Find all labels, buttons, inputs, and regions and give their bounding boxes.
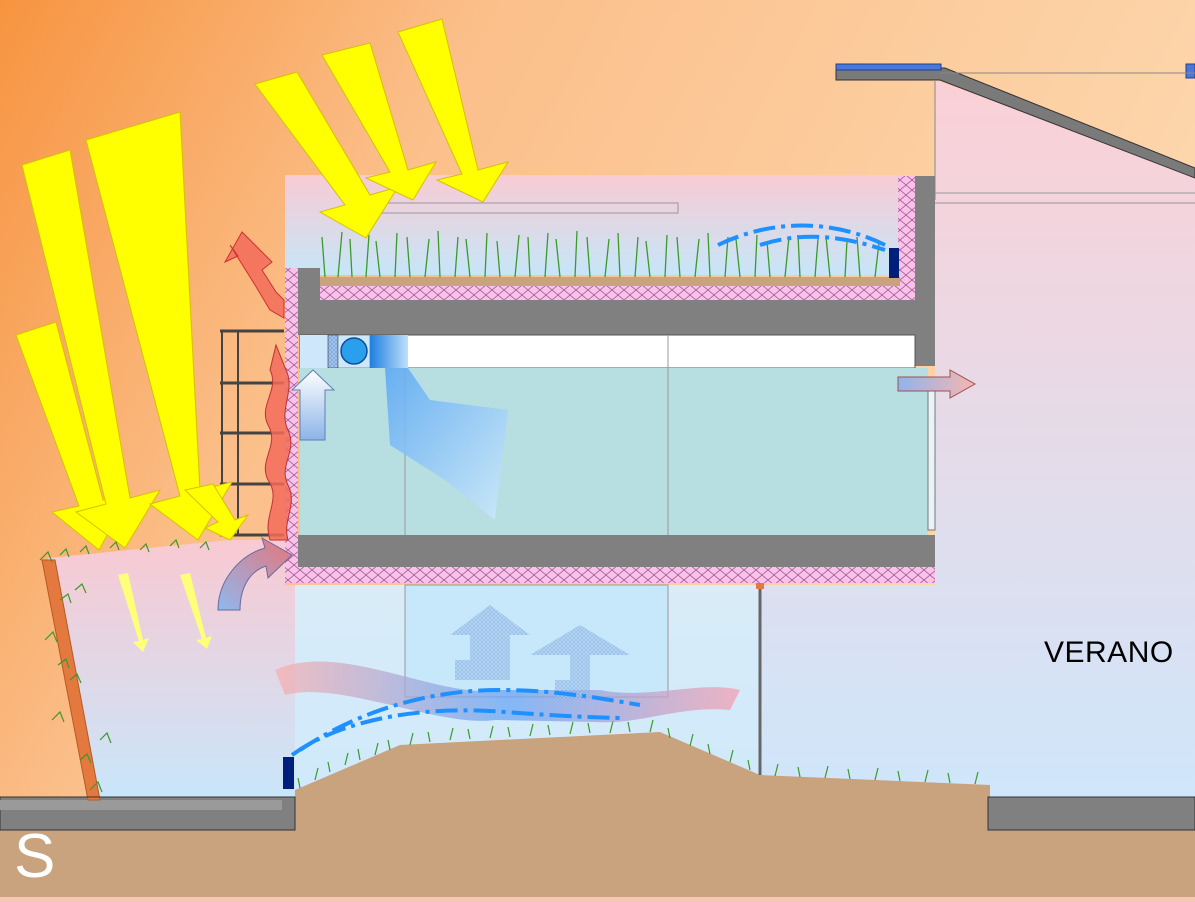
rooftop-grass <box>321 230 880 278</box>
fan-icon <box>340 337 368 365</box>
season-label: VERANO <box>1044 636 1174 669</box>
roof-air-outlet <box>889 248 899 278</box>
sun-rays <box>15 18 510 551</box>
roof-slab <box>298 300 935 335</box>
cool-air-distribution <box>385 368 508 520</box>
rising-air-arrow-right <box>530 625 630 700</box>
solar-panel-left <box>835 63 942 71</box>
orientation-label: S <box>14 822 56 891</box>
exhaust-arrow <box>897 369 977 399</box>
right-foundation-slab <box>987 796 1195 831</box>
air-intake-curve-arrow <box>217 536 293 611</box>
dashed-airflow-lines <box>290 223 886 757</box>
fan-outlet <box>370 335 408 368</box>
roof-soil <box>320 277 900 286</box>
right-window <box>927 389 936 531</box>
sloped-roof <box>835 67 1195 179</box>
duct-inlet <box>300 335 328 368</box>
roof-insulation <box>320 286 900 300</box>
rising-hot-air <box>264 343 292 541</box>
floor-insulation <box>285 567 935 583</box>
climbing-plants <box>39 538 210 793</box>
solar-panel-right <box>1185 63 1195 79</box>
floor-slab <box>298 535 935 567</box>
hot-air-exit-arrow <box>223 231 285 319</box>
duct-filter <box>327 334 339 369</box>
fresh-air-up-arrow <box>290 369 336 441</box>
roof-parapet-left <box>298 268 320 300</box>
rising-air-arrow-left <box>450 605 530 680</box>
right-wall-upper <box>915 176 935 366</box>
ground-grass <box>297 719 979 789</box>
right-insulation <box>898 176 915 300</box>
column-cap <box>756 583 764 589</box>
filtered-sun-rays <box>118 573 212 652</box>
lower-glazing <box>404 584 669 698</box>
left-slab-top <box>0 800 282 810</box>
ground <box>0 732 1195 897</box>
house-interior <box>760 80 1195 800</box>
left-air-inlet <box>283 757 294 789</box>
